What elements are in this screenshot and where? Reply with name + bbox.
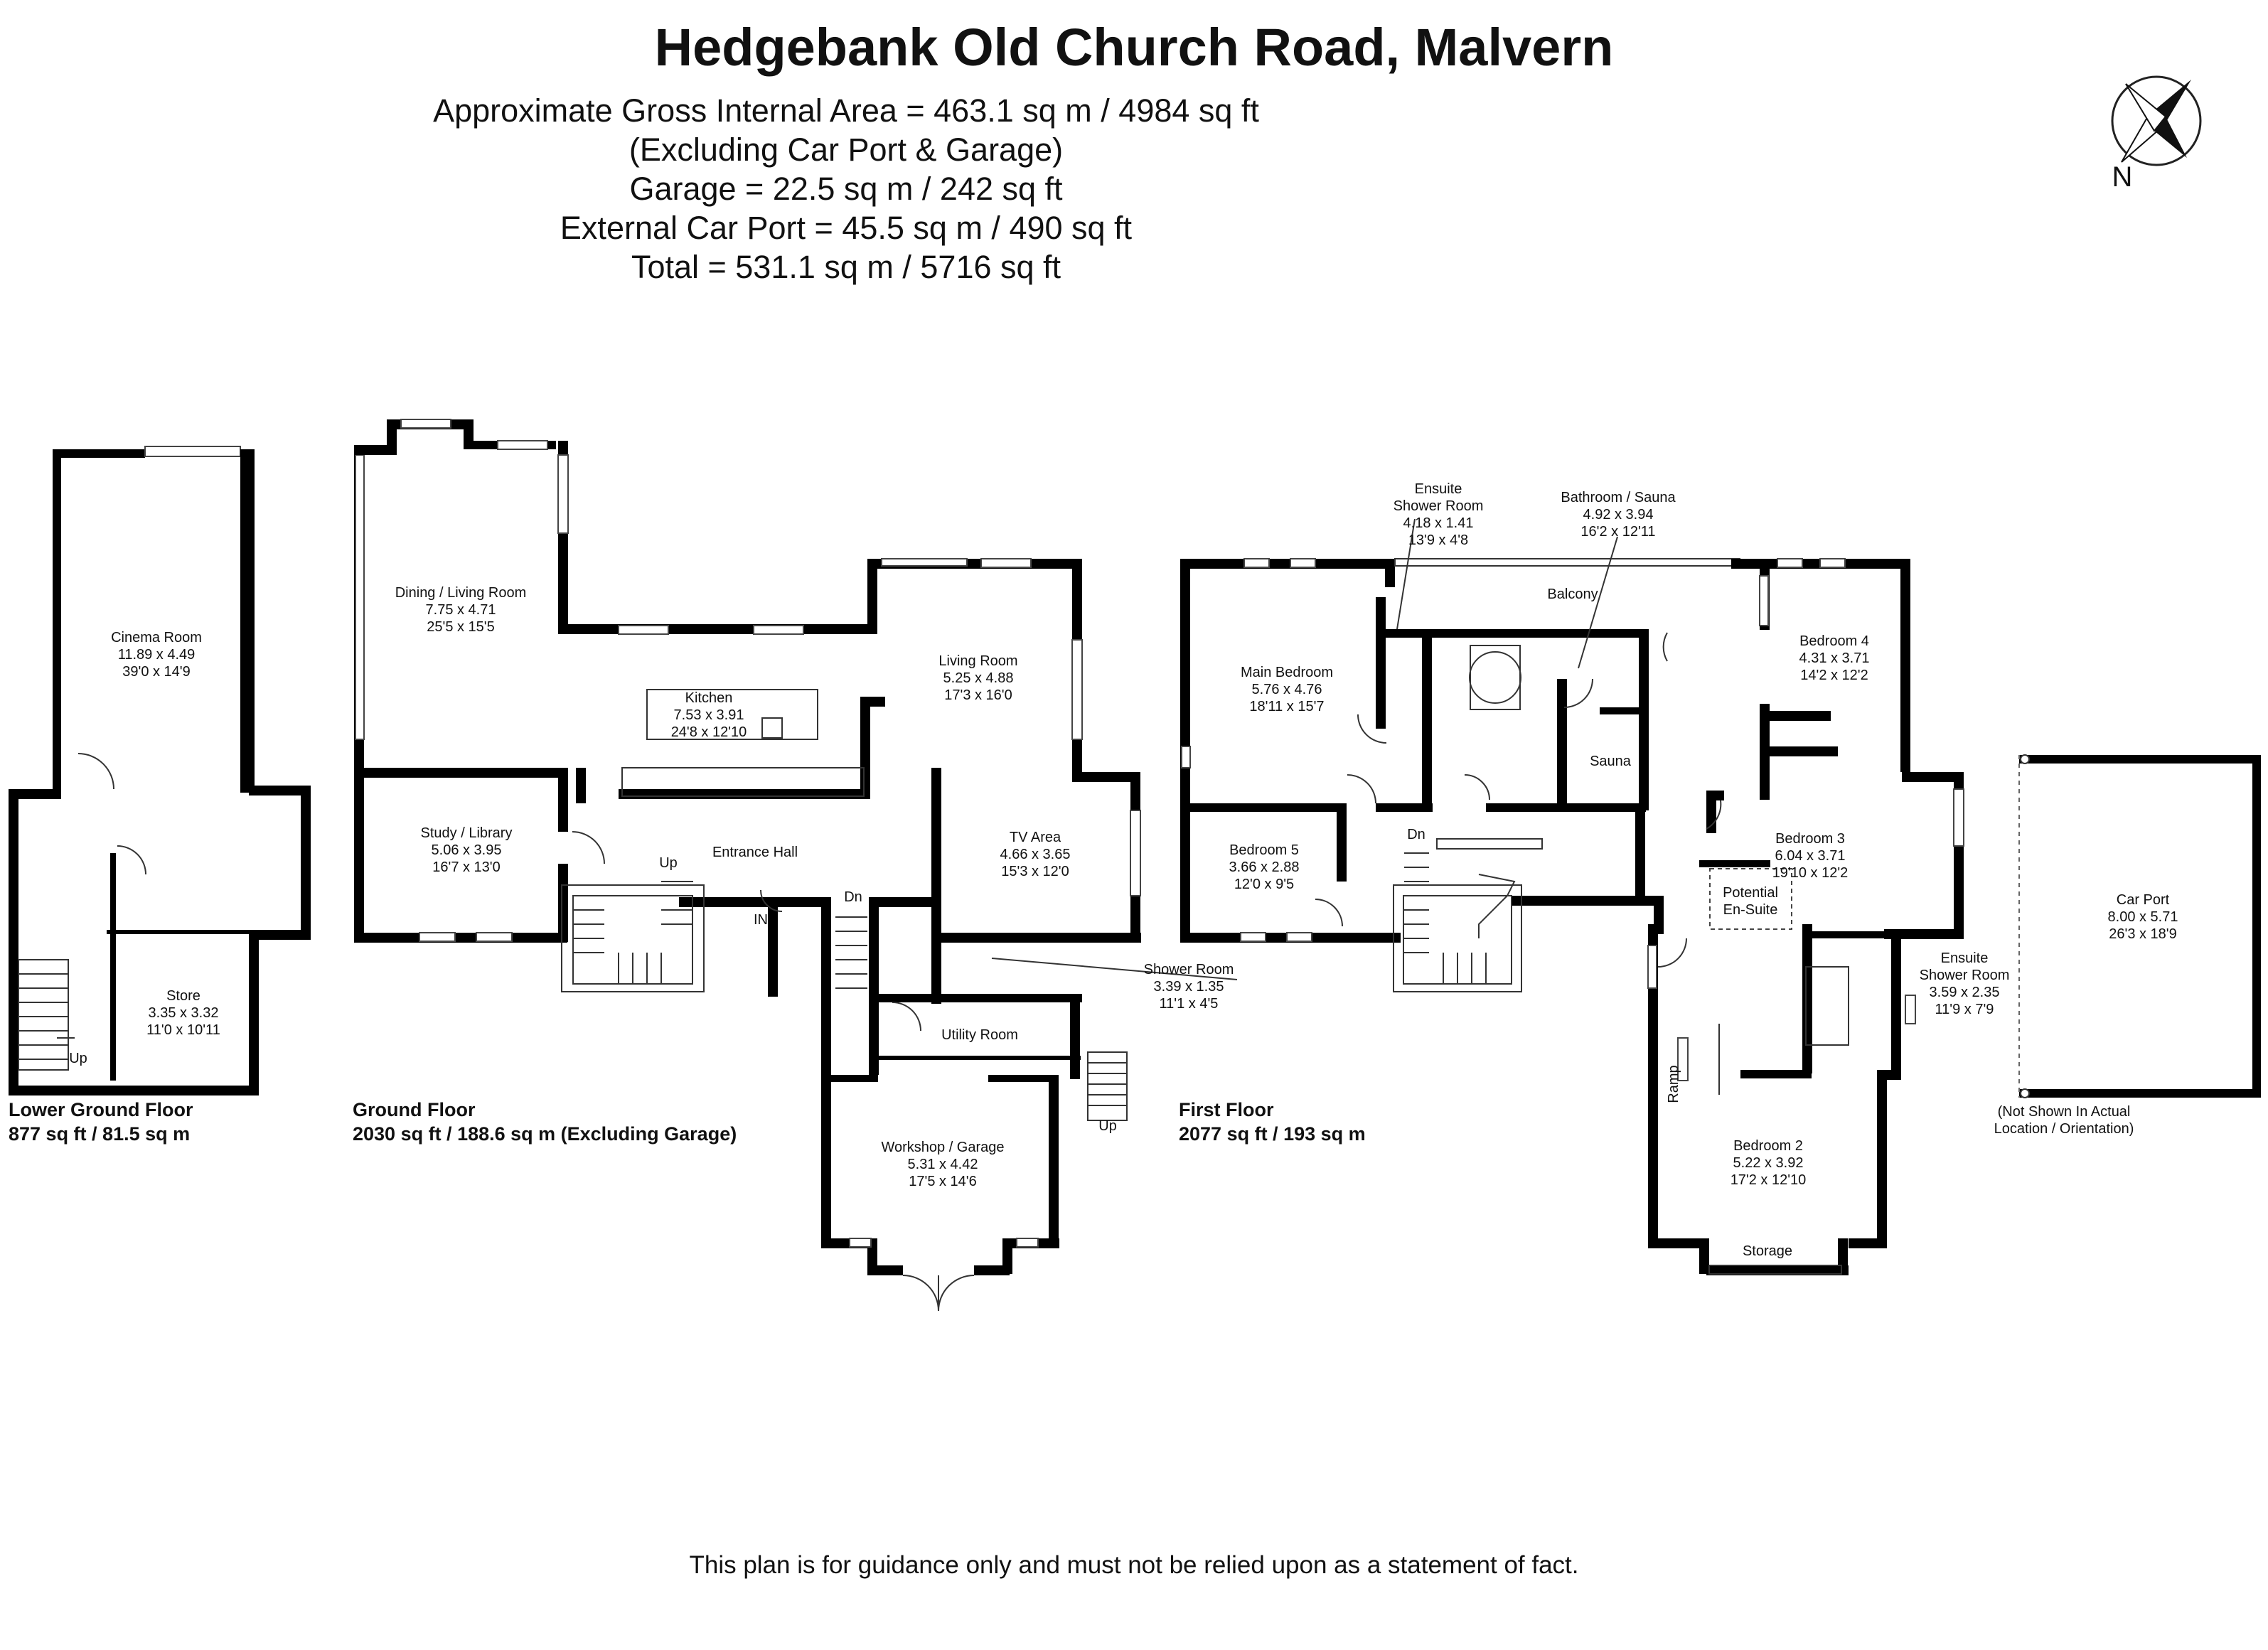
bedroom-5-metric: 3.66 x 2.88 xyxy=(1229,859,1300,875)
dining-room-imperial: 25'5 x 15'5 xyxy=(427,619,495,635)
car-port-name: Car Port xyxy=(2117,892,2170,908)
car-port-plan: Car Port 8.00 x 5.71 26'3 x 18'9 (Not Sh… xyxy=(1994,754,2261,1137)
bathroom-name: Bathroom / Sauna xyxy=(1561,490,1676,505)
bedroom-4-metric: 4.31 x 3.71 xyxy=(1799,650,1870,666)
ensuite-1-name: Ensuite xyxy=(1415,481,1462,497)
cinema-room-name: Cinema Room xyxy=(111,630,202,645)
main-bedroom-imperial: 18'11 x 15'7 xyxy=(1249,699,1324,714)
main-bedroom-metric: 5.76 x 4.76 xyxy=(1252,682,1322,697)
kitchen-name: Kitchen xyxy=(685,690,733,706)
sauna-label: Sauna xyxy=(1590,754,1632,769)
workshop-metric: 5.31 x 4.42 xyxy=(908,1157,978,1172)
bedroom-4-imperial: 14'2 x 12'2 xyxy=(1800,668,1868,683)
floor-area: 2030 sq ft / 188.6 sq m (Excluding Garag… xyxy=(353,1123,737,1145)
floor-name: First Floor xyxy=(1179,1099,1274,1120)
bathroom-metric: 4.92 x 3.94 xyxy=(1583,507,1654,523)
store-name: Store xyxy=(166,988,200,1004)
page-title: Hedgebank Old Church Road, Malvern xyxy=(654,18,1614,77)
tv-area-metric: 4.66 x 3.65 xyxy=(1000,847,1071,862)
total-area-line: Total = 531.1 sq m / 5716 sq ft xyxy=(631,249,1061,285)
floor-label-lower: Lower Ground Floor 877 sq ft / 81.5 sq m xyxy=(9,1098,193,1146)
bedroom-4-name: Bedroom 4 xyxy=(1799,633,1869,649)
dining-room-name: Dining / Living Room xyxy=(395,585,527,601)
gross-area-line: Approximate Gross Internal Area = 463.1 … xyxy=(433,92,1259,129)
ensuite-1-metric: 4.18 x 1.41 xyxy=(1403,515,1474,531)
shower-room-imperial: 11'1 x 4'5 xyxy=(1160,996,1219,1012)
first-floor-plan: Ensuite Shower Room 4.18 x 1.41 13'9 x 4… xyxy=(1180,481,2009,1275)
entrance-in-label: IN xyxy=(754,912,768,928)
exclusion-note: (Excluding Car Port & Garage) xyxy=(628,132,1064,168)
floor-area: 877 sq ft / 81.5 sq m xyxy=(9,1123,191,1145)
floor-label-first: First Floor 2077 sq ft / 193 sq m xyxy=(1179,1098,1366,1146)
storage-label: Storage xyxy=(1743,1243,1792,1259)
ramp-label: Ramp xyxy=(1666,1065,1681,1103)
bedroom-2-imperial: 17'2 x 12'10 xyxy=(1731,1172,1807,1188)
study-imperial: 16'7 x 13'0 xyxy=(432,859,501,875)
tv-area-name: TV Area xyxy=(1010,830,1061,845)
garage-area-line: Garage = 22.5 sq m / 242 sq ft xyxy=(629,171,1063,207)
car-port-imperial: 26'3 x 18'9 xyxy=(2109,926,2177,942)
entrance-hall-label: Entrance Hall xyxy=(712,845,798,860)
store-imperial: 11'0 x 10'11 xyxy=(146,1022,220,1038)
bedroom-5-imperial: 12'0 x 9'5 xyxy=(1234,877,1294,892)
study-name: Study / Library xyxy=(421,825,513,841)
floor-area: 2077 sq ft / 193 sq m xyxy=(1179,1123,1366,1145)
potential-ensuite-label-2: En-Suite xyxy=(1723,902,1778,918)
compass-north-label: N xyxy=(2112,161,2133,193)
ensuite-2-name: Ensuite xyxy=(1941,950,1989,966)
bedroom-2-name: Bedroom 2 xyxy=(1733,1138,1803,1154)
ensuite-2-imperial: 11'9 x 7'9 xyxy=(1935,1002,1994,1017)
compass-icon: N xyxy=(2111,75,2202,193)
living-room-name: Living Room xyxy=(938,653,1017,669)
potential-ensuite-label: Potential xyxy=(1723,885,1778,901)
living-room-metric: 5.25 x 4.88 xyxy=(943,670,1014,686)
tv-area-imperial: 15'3 x 12'0 xyxy=(1001,864,1069,879)
kitchen-metric: 7.53 x 3.91 xyxy=(674,707,744,723)
floor-name: Ground Floor xyxy=(353,1099,476,1120)
stair-down-label: Dn xyxy=(1407,827,1425,842)
bathroom-imperial: 16'2 x 12'11 xyxy=(1580,524,1655,540)
lower-ground-floor-plan: Up Cinema Room 11.89 x 4.49 39'0 x 14'9 … xyxy=(9,446,311,1095)
main-bedroom-name: Main Bedroom xyxy=(1241,665,1333,680)
shower-room-metric: 3.39 x 1.35 xyxy=(1154,979,1224,995)
study-metric: 5.06 x 3.95 xyxy=(432,842,502,858)
carport-area-line: External Car Port = 45.5 sq m / 490 sq f… xyxy=(560,210,1133,246)
ensuite-1-imperial: 13'9 x 4'8 xyxy=(1408,532,1468,548)
ensuite-2-subname: Shower Room xyxy=(1920,968,2010,983)
stair-up-label: Up xyxy=(69,1051,87,1066)
stair-up-label-2: Up xyxy=(1098,1118,1117,1134)
ensuite-2-metric: 3.59 x 2.35 xyxy=(1930,985,2000,1000)
shower-room-name: Shower Room xyxy=(1144,962,1234,977)
workshop-name: Workshop / Garage xyxy=(881,1140,1004,1155)
stair-up-label: Up xyxy=(659,855,678,871)
stair-down-label: Dn xyxy=(844,889,862,905)
balcony-label: Balcony xyxy=(1547,586,1598,602)
car-port-note-2: Location / Orientation) xyxy=(1994,1121,2134,1137)
car-port-note: (Not Shown In Actual xyxy=(1998,1104,2131,1120)
floor-name: Lower Ground Floor xyxy=(9,1099,193,1120)
store-metric: 3.35 x 3.32 xyxy=(149,1005,219,1021)
ground-floor-plan: Up Dn IN Up Dining / Living Room 7.75 x … xyxy=(354,419,1238,1312)
bedroom-3-name: Bedroom 3 xyxy=(1775,831,1845,847)
dining-room-metric: 7.75 x 4.71 xyxy=(426,602,496,618)
utility-room-label: Utility Room xyxy=(941,1027,1018,1043)
kitchen-imperial: 24'8 x 12'10 xyxy=(671,724,747,740)
disclaimer: This plan is for guidance only and must … xyxy=(689,1551,1579,1579)
floor-label-ground: Ground Floor 2030 sq ft / 188.6 sq m (Ex… xyxy=(353,1098,737,1146)
cinema-room-metric: 11.89 x 4.49 xyxy=(118,647,196,663)
car-port-metric: 8.00 x 5.71 xyxy=(2108,909,2178,925)
ensuite-1-subname: Shower Room xyxy=(1394,498,1484,514)
bedroom-5-name: Bedroom 5 xyxy=(1229,842,1299,858)
workshop-imperial: 17'5 x 14'6 xyxy=(909,1174,977,1189)
bedroom-3-metric: 6.04 x 3.71 xyxy=(1775,848,1846,864)
bedroom-2-metric: 5.22 x 3.92 xyxy=(1733,1155,1804,1171)
living-room-imperial: 17'3 x 16'0 xyxy=(944,687,1012,703)
cinema-room-imperial: 39'0 x 14'9 xyxy=(122,664,191,680)
bedroom-3-imperial: 19'10 x 12'2 xyxy=(1772,865,1849,881)
